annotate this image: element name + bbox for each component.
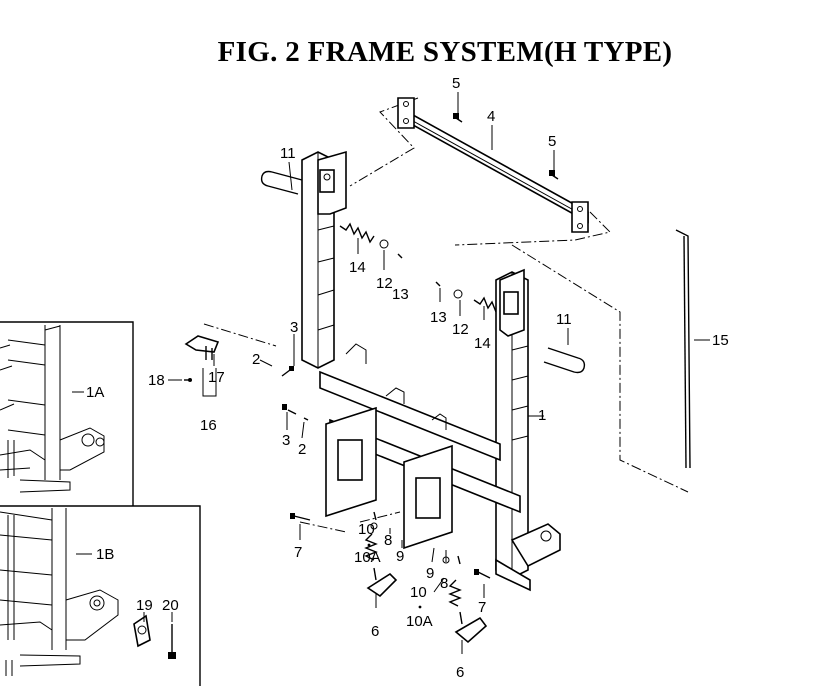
label-part-20: 20 [162,597,179,614]
label-part-15: 15 [712,332,729,349]
label-part-13-left: 13 [392,286,409,303]
label-part-9-left: 9 [396,548,404,565]
label-part-8-right: 8 [440,575,448,592]
label-part-11-right: 11 [556,311,572,328]
label-part-3-top: 3 [290,319,298,336]
label-part-16: 16 [200,417,217,434]
label-part-6-right: 6 [456,664,464,681]
label-part-7-left: 7 [294,544,302,561]
main-frame [319,343,561,592]
inset-1b [0,505,201,686]
leader-lines [72,92,710,654]
label-part-9-right: 9 [426,565,434,582]
label-part-10A-left: 10A [354,549,381,566]
part-labels: 5 4 5 11 14 12 13 11 13 12 14 15 1 3 2 3… [86,75,729,681]
label-part-2-bottom: 2 [298,441,306,458]
label-part-10-right: 10 [410,584,427,601]
bracket-16-17 [184,323,309,421]
label-part-14-left: 14 [349,259,366,276]
label-part-12-left: 12 [376,275,393,292]
label-part-19: 19 [136,597,153,614]
label-part-6-left: 6 [371,623,379,640]
figure-title: FIG. 2 FRAME SYSTEM(H TYPE) [217,36,673,68]
label-part-18: 18 [148,372,165,389]
cross-beam [349,97,611,246]
parts-19-20 [133,614,176,659]
left-upright [260,150,403,369]
label-part-4: 4 [487,108,495,125]
label-part-5-top: 5 [452,75,460,92]
label-part-13-right: 13 [430,309,447,326]
label-part-17: 17 [208,369,225,386]
label-part-8-left: 8 [384,532,392,549]
label-part-10A-right: 10A [406,613,433,630]
inset-1a [0,321,134,506]
label-part-2-top: 2 [252,351,260,368]
label-part-1: 1 [538,407,546,424]
label-part-14-right: 14 [474,335,491,352]
rod-15 [511,229,691,493]
label-part-7-right: 7 [478,599,486,616]
lower-springs [290,511,491,644]
label-part-12-right: 12 [452,321,469,338]
label-part-11-left: 11 [280,145,296,162]
label-part-3-bottom: 3 [282,432,290,449]
label-part-1B: 1B [96,546,114,563]
label-part-1A: 1A [86,384,104,401]
label-part-5-right: 5 [548,133,556,150]
label-part-10-left: 10 [358,521,375,538]
